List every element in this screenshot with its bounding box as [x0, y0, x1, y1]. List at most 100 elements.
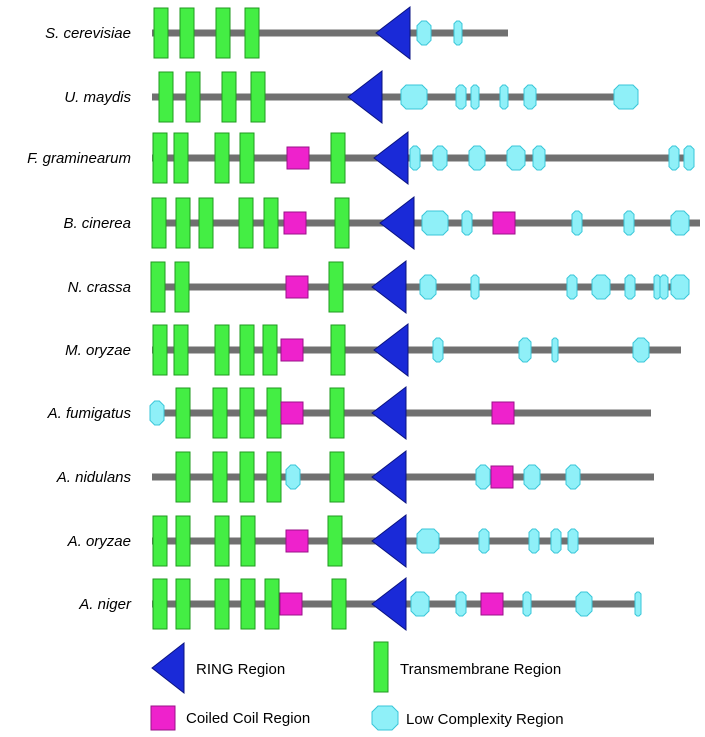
- ring-region: [371, 513, 407, 569]
- transmembrane-region: [212, 451, 228, 503]
- coiled-coil-region: [490, 465, 514, 489]
- low-complexity-region: [409, 145, 421, 171]
- coiled-coil-region: [280, 401, 304, 425]
- transmembrane-region: [174, 261, 190, 313]
- low-complexity-region: [550, 528, 562, 554]
- transmembrane-region: [185, 71, 201, 123]
- ring-region: [347, 69, 383, 125]
- protein-row: S. cerevisiae: [45, 5, 508, 61]
- coiled-coil-region: [492, 211, 516, 235]
- low-complexity-region: [453, 20, 463, 46]
- protein-row: A. niger: [78, 576, 642, 632]
- legend-item-ring: RING Region: [151, 641, 285, 695]
- transmembrane-region: [239, 324, 255, 376]
- coiled-coil-region: [279, 592, 303, 616]
- transmembrane-region: [214, 578, 230, 630]
- transmembrane-region: [153, 7, 169, 59]
- ring-region: [371, 576, 407, 632]
- low-complexity-region: [632, 337, 650, 363]
- transmembrane-region: [266, 451, 282, 503]
- protein-row: A. oryzae: [67, 513, 654, 569]
- transmembrane-region: [331, 578, 347, 630]
- ring-region: [371, 385, 407, 441]
- low-complexity-region: [421, 210, 449, 236]
- coiled-coil-region: [286, 146, 310, 170]
- low-complexity-region: [470, 274, 480, 300]
- low-complexity-region: [149, 400, 165, 426]
- coiled-coil-region: [480, 592, 504, 616]
- protein-row: A. nidulans: [56, 449, 654, 505]
- transmembrane-region: [175, 451, 191, 503]
- low-complexity-region: [455, 84, 467, 110]
- transmembrane-region: [214, 324, 230, 376]
- coiled-coil-region: [491, 401, 515, 425]
- protein-backbone: [152, 154, 692, 162]
- transmembrane-region: [175, 578, 191, 630]
- low-complexity-region: [624, 274, 636, 300]
- species-label: A. nidulans: [56, 469, 132, 486]
- protein-backbone: [152, 93, 628, 101]
- legend-label-transmembrane: Transmembrane Region: [400, 661, 561, 678]
- low-complexity-region: [523, 84, 537, 110]
- low-complexity-region: [566, 274, 578, 300]
- transmembrane-region: [250, 71, 266, 123]
- transmembrane-region: [152, 515, 168, 567]
- coiled-coil-region: [285, 275, 309, 299]
- low-complexity-region: [613, 84, 639, 110]
- transmembrane-region: [240, 515, 256, 567]
- low-complexity-region: [668, 145, 680, 171]
- transmembrane-region: [239, 451, 255, 503]
- transmembrane-region: [179, 7, 195, 59]
- low-complexity-region: [432, 337, 444, 363]
- coiled-coil-square-icon: [150, 705, 176, 731]
- low-complexity-region: [634, 591, 642, 617]
- transmembrane-region: [240, 578, 256, 630]
- transmembrane-region: [221, 71, 237, 123]
- low-complexity-region: [565, 464, 581, 490]
- low-complexity-region: [623, 210, 635, 236]
- low-complexity-region: [518, 337, 532, 363]
- low-complexity-octagon-icon: [371, 705, 399, 731]
- protein-backbone: [152, 346, 681, 354]
- protein-row: F. graminearum: [27, 130, 695, 186]
- protein-row: M. oryzae: [65, 322, 681, 378]
- low-complexity-region: [670, 210, 690, 236]
- transmembrane-region: [263, 197, 279, 249]
- protein-row: A. fumigatus: [47, 385, 651, 441]
- species-label: B. cinerea: [63, 215, 131, 232]
- low-complexity-region: [653, 274, 661, 300]
- ring-region: [371, 259, 407, 315]
- species-label: A. fumigatus: [47, 405, 132, 422]
- low-complexity-region: [528, 528, 540, 554]
- species-label: A. oryzae: [67, 533, 131, 550]
- low-complexity-region: [522, 591, 532, 617]
- transmembrane-region: [215, 7, 231, 59]
- low-complexity-region: [410, 591, 430, 617]
- transmembrane-region: [330, 132, 346, 184]
- transmembrane-region: [327, 515, 343, 567]
- transmembrane-region: [152, 132, 168, 184]
- protein-row: U. maydis: [64, 69, 639, 125]
- species-label: A. niger: [78, 596, 132, 613]
- low-complexity-region: [470, 84, 480, 110]
- protein-row: B. cinerea: [63, 195, 700, 251]
- ring-region: [373, 322, 409, 378]
- legend-label-low-complexity: Low Complexity Region: [406, 711, 564, 728]
- low-complexity-region: [478, 528, 490, 554]
- low-complexity-region: [591, 274, 611, 300]
- transmembrane-region: [266, 387, 282, 439]
- transmembrane-bar-icon: [373, 641, 389, 693]
- transmembrane-region: [244, 7, 260, 59]
- legend-item-transmembrane: Transmembrane Region: [373, 641, 561, 693]
- species-label: N. crassa: [68, 279, 131, 296]
- low-complexity-region: [285, 464, 301, 490]
- transmembrane-region: [238, 197, 254, 249]
- low-complexity-region: [551, 337, 559, 363]
- transmembrane-region: [214, 515, 230, 567]
- transmembrane-region: [152, 324, 168, 376]
- transmembrane-region: [175, 515, 191, 567]
- low-complexity-region: [461, 210, 473, 236]
- transmembrane-region: [175, 197, 191, 249]
- species-label: M. oryzae: [65, 342, 131, 359]
- transmembrane-region: [329, 387, 345, 439]
